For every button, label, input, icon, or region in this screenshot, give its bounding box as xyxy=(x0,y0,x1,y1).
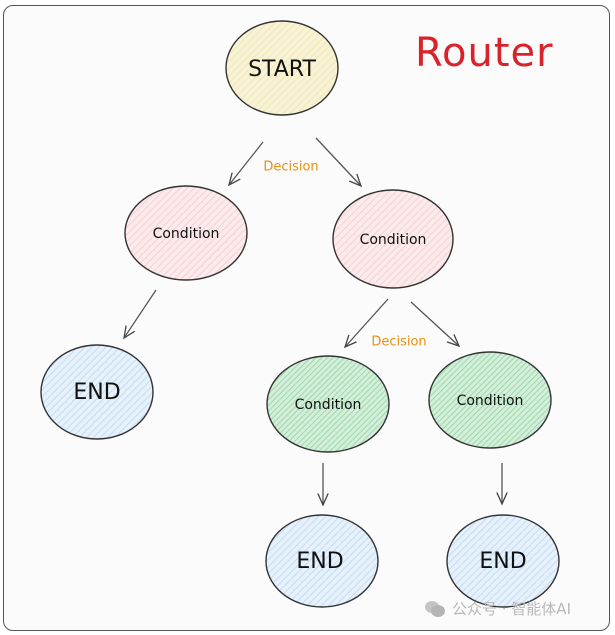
node-end-bottom-left-label: END xyxy=(296,549,343,574)
node-condition-right-label: Condition xyxy=(360,232,427,248)
node-end-left-label: END xyxy=(73,380,120,405)
node-start-label: START xyxy=(248,57,316,82)
edge-cond-left-to-end xyxy=(124,289,157,338)
watermark: 公众号 · 智能体AI xyxy=(424,598,571,619)
decision-label-top: Decision xyxy=(263,160,318,175)
node-condition-right: Condition xyxy=(332,189,454,289)
decision-label-mid: Decision xyxy=(371,335,426,350)
node-end-left: END xyxy=(40,344,154,440)
node-end-bottom-right: END xyxy=(446,514,560,608)
node-condition-left-label: Condition xyxy=(153,226,220,242)
node-end-bottom-left: END xyxy=(265,514,379,608)
node-end-bottom-right-label: END xyxy=(479,549,526,574)
node-condition-green-right: Condition xyxy=(428,351,552,449)
wechat-icon xyxy=(425,600,445,617)
node-condition-green-right-label: Condition xyxy=(457,393,524,409)
edge-cond-right-to-green-left xyxy=(345,298,389,347)
node-condition-green-left-label: Condition xyxy=(295,397,362,413)
edge-start-to-cond-left xyxy=(229,141,264,185)
node-start: START xyxy=(225,20,339,116)
watermark-text: 公众号 · 智能体AI xyxy=(452,600,571,618)
node-condition-green-left: Condition xyxy=(266,355,390,453)
diagram-title: Router xyxy=(415,30,554,76)
node-condition-left: Condition xyxy=(124,185,248,281)
edge-start-to-cond-right xyxy=(315,137,361,186)
edge-cond-right-to-green-right xyxy=(410,301,459,346)
